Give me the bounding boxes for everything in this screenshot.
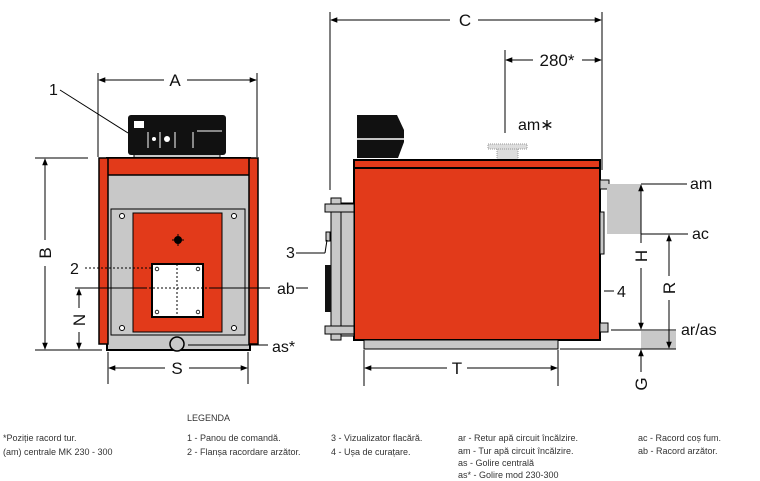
dim-280-label: 280*: [540, 51, 575, 70]
burner-housing: [357, 115, 404, 158]
front-plate: [330, 197, 342, 341]
legend-item: 2 - Flanșa racordare arzător.: [187, 447, 301, 457]
legend-item: as - Golire centrală: [458, 458, 534, 468]
dim-N-label: N: [70, 314, 89, 326]
drain-fitting: [169, 336, 185, 352]
burner-connection: [325, 265, 331, 312]
callout-4: 4: [617, 284, 626, 301]
legend-item: 3 - Vizualizator flacără.: [331, 433, 422, 443]
dim-T-label: T: [452, 359, 462, 378]
callout-3: 3: [286, 245, 295, 262]
dim-B-label: B: [36, 247, 55, 258]
dim-S-label: S: [171, 359, 182, 378]
dim-G-label: G: [632, 377, 651, 390]
legend-item: 4 - Ușa de curațare.: [331, 447, 411, 457]
callout-as-star: as*: [272, 339, 295, 356]
side-panel-right: [248, 157, 259, 345]
dim-C-label: C: [459, 11, 471, 30]
callout-ar-as: ar/as: [681, 322, 717, 339]
callout-ac: ac: [692, 226, 709, 243]
base-frame: [363, 339, 559, 350]
legend: LEGENDA *Poziție racord tur. (am) centra…: [3, 413, 721, 480]
boiler-body-side: [353, 159, 601, 341]
legend-item: ab - Racord arzător.: [638, 446, 718, 456]
callout-ab: ab: [277, 281, 295, 298]
return-connection: [641, 331, 676, 349]
flame-viewer-icon: [172, 234, 184, 246]
front-view: A B N S 1 2 ab as* 3: [35, 71, 308, 384]
dim-A-label: A: [169, 71, 181, 90]
side-panel-left: [98, 157, 109, 345]
callout-2: 2: [70, 261, 79, 278]
dim-H-label: H: [632, 250, 651, 262]
legend-item: as* - Golire mod 230-300: [458, 470, 559, 480]
panel-controls: [147, 130, 222, 148]
panel-display: [134, 121, 144, 128]
footnote-line: *Poziție racord tur.: [3, 433, 77, 443]
footnote-line: (am) centrale MK 230 - 300: [3, 447, 113, 457]
legend-item: am - Tur apă circuit încălzire.: [458, 446, 574, 456]
side-view: C 280* H R G T am∗ am ac ar/as 4: [296, 11, 717, 391]
flue-connection: [607, 184, 641, 234]
legend-item: ac - Racord coș fum.: [638, 433, 721, 443]
callout-am-star: am∗: [518, 117, 554, 134]
dim-R-label: R: [660, 282, 679, 294]
legend-item: 1 - Panou de comandă.: [187, 433, 281, 443]
legend-item: ar - Retur apă circuit încălzire.: [458, 433, 578, 443]
callout-am: am: [690, 176, 712, 193]
control-panel: [128, 115, 226, 155]
callout-1: 1: [49, 82, 58, 99]
legend-title: LEGENDA: [187, 413, 230, 423]
